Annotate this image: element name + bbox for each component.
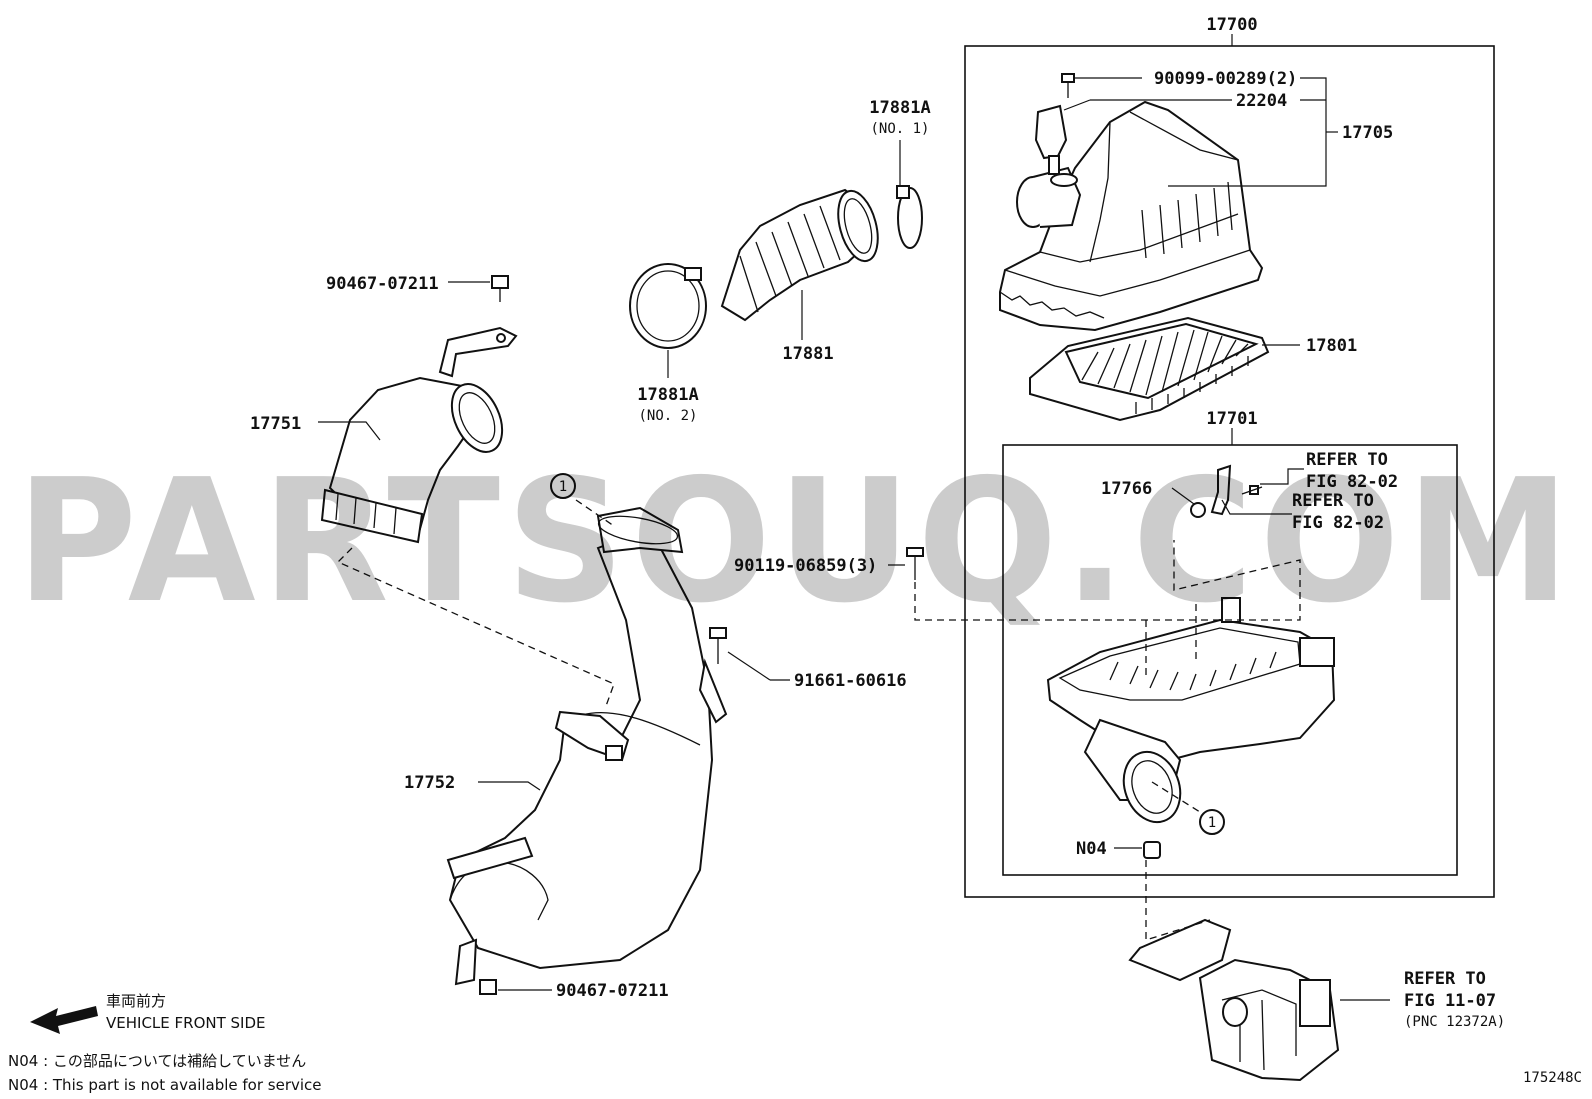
label-refer-to-3: REFER TO <box>1404 969 1486 989</box>
label-17700: 17700 <box>1206 15 1257 35</box>
label-refer-to-1: REFER TO <box>1306 450 1388 470</box>
label-fig-82-02-1: FIG 82-02 <box>1306 472 1398 492</box>
assembly-box-17701 <box>1002 428 1458 876</box>
label-17801: 17801 <box>1306 336 1357 356</box>
label-17705: 17705 <box>1342 123 1393 143</box>
label-90467-07211-top: 90467-07211 <box>326 274 439 294</box>
air-cleaner-case-icon <box>906 464 1336 859</box>
assembly-dash-lines <box>336 499 1301 941</box>
assembly-box-17700 <box>964 34 1495 898</box>
label-17881a-no1: 17881A <box>869 98 930 118</box>
label-17881a-no2: 17881A <box>637 385 698 405</box>
label-17766: 17766 <box>1101 479 1152 499</box>
n04-note-jp: N04 : この部品については補給していません <box>8 1052 306 1070</box>
label-fig-82-02-2: FIG 82-02 <box>1292 513 1384 533</box>
air-cleaner-cap-icon <box>999 73 1264 332</box>
figure-id: 175248C <box>1523 1070 1582 1086</box>
label-refer-to-2: REFER TO <box>1292 491 1374 511</box>
label-22204: 22204 <box>1236 91 1287 111</box>
circled-number-icon: 1 <box>1199 809 1225 835</box>
watermark-text: PARTSOUQ.COM <box>16 443 1576 641</box>
label-n04: N04 <box>1076 839 1107 859</box>
label-17701: 17701 <box>1206 409 1257 429</box>
air-duct-17752-icon <box>446 506 728 995</box>
label-fig-11-07: FIG 11-07 <box>1404 991 1496 1011</box>
n04-note-en: N04 : This part is not available for ser… <box>8 1076 322 1094</box>
ref-circle-1a: 1 <box>559 479 567 495</box>
ref-circle-1b: 1 <box>1208 815 1216 831</box>
label-90119-06859: 90119-06859(3) <box>734 556 877 576</box>
vehicle-front-jp: 車両前方 <box>106 992 166 1010</box>
vehicle-front-en: VEHICLE FRONT SIDE <box>106 1014 266 1032</box>
bracket-mount-icon <box>1128 918 1340 1082</box>
label-17751: 17751 <box>250 414 301 434</box>
air-duct-17751-icon <box>320 275 518 544</box>
label-pnc-12372a: (PNC 12372A) <box>1404 1014 1505 1030</box>
label-90099-00289: 90099-00289(2) <box>1154 69 1297 89</box>
label-no1: (NO. 1) <box>870 121 929 137</box>
air-filter-element-icon <box>1029 316 1270 422</box>
arrow-left-icon <box>30 1006 98 1034</box>
label-17752: 17752 <box>404 773 455 793</box>
intake-hose-icon <box>629 185 923 349</box>
label-17881: 17881 <box>782 344 833 364</box>
leader-lines <box>318 77 1390 1001</box>
label-no2: (NO. 2) <box>638 408 697 424</box>
label-90467-07211-bottom: 90467-07211 <box>556 981 669 1001</box>
circled-number-icon: 1 <box>550 473 576 499</box>
label-91661-60616: 91661-60616 <box>794 671 907 691</box>
